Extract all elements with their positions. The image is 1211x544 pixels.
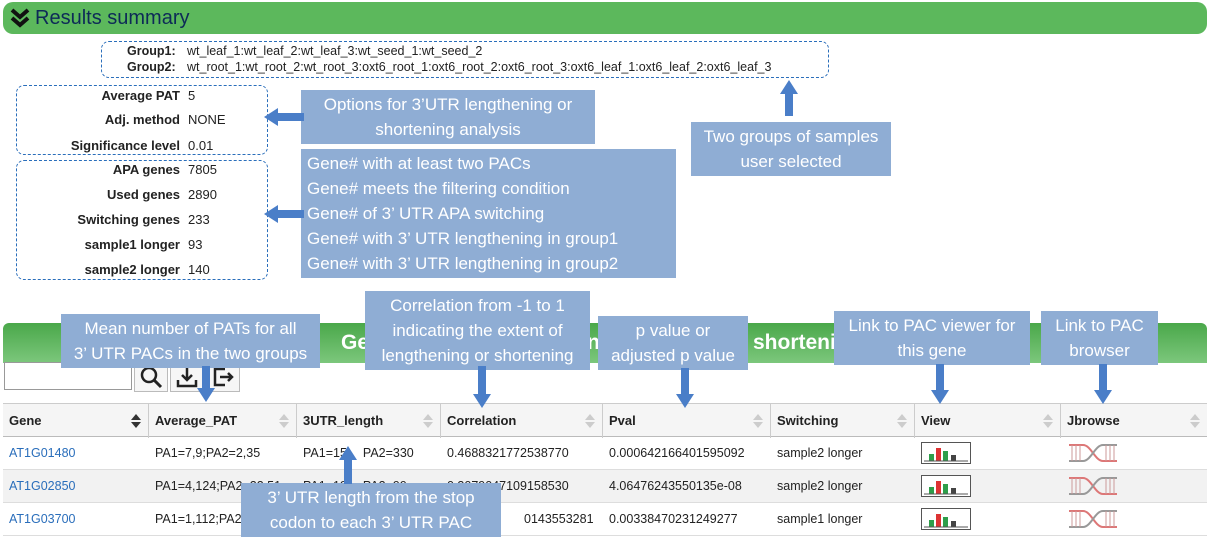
pac-viewer-icon[interactable] <box>921 508 971 530</box>
jbrowse-icon[interactable] <box>1067 474 1119 498</box>
group2-label: Group2: <box>127 60 176 74</box>
callout-average-pat: Mean number of PATs for all 3’ UTR PACs … <box>61 314 320 368</box>
column-header-3utr-length[interactable]: 3UTR_length <box>297 404 441 438</box>
table-header: Gene Average_PAT 3UTR_length Correlation… <box>3 403 1207 438</box>
results-title-right: shorteni <box>753 331 836 354</box>
results-title-left: Ge <box>341 331 370 354</box>
count-sample1-longer-value: 93 <box>188 237 203 252</box>
sort-icon <box>423 414 433 428</box>
sort-icon <box>1190 414 1200 428</box>
arrow-down-icon <box>473 366 491 408</box>
groups-panel <box>101 41 829 78</box>
column-header-gene[interactable]: Gene <box>3 404 149 438</box>
counts-panel <box>16 160 268 280</box>
sort-icon <box>585 414 595 428</box>
count-apa-genes-value: 7805 <box>188 162 217 177</box>
callout-groups: Two groups of samples user selected <box>691 122 891 176</box>
group2-value: wt_root_1:wt_root_2:wt_root_3:oxt6_root_… <box>187 60 772 74</box>
cell-pval: 4.06476243550135e-08 <box>609 479 742 493</box>
arrow-up-icon <box>780 80 798 116</box>
count-used-genes: Used genes <box>107 187 180 202</box>
sort-icon <box>131 414 141 428</box>
cell-switching: sample2 longer <box>777 479 863 493</box>
export-icon <box>213 367 234 387</box>
arrow-down-icon <box>931 364 949 404</box>
count-switching-genes-value: 233 <box>188 212 210 227</box>
gene-link[interactable]: AT1G02850 <box>9 479 76 493</box>
cell-pval: 0.000642166401595092 <box>609 446 745 460</box>
callout-correlation: Correlation from -1 to 1 indicating the … <box>365 291 590 370</box>
column-header-switching[interactable]: Switching <box>771 404 915 438</box>
option-adj-method-value: NONE <box>188 112 226 127</box>
column-header-view[interactable]: View <box>915 404 1061 438</box>
column-header-average-pat[interactable]: Average_PAT <box>149 404 297 438</box>
sort-icon <box>897 414 907 428</box>
option-adj-method: Adj. method <box>104 112 180 127</box>
cell-average-pat: PA1=7,9;PA2=2,35 <box>155 446 261 460</box>
download-icon <box>176 368 198 388</box>
sort-icon <box>753 414 763 428</box>
gene-link[interactable]: AT1G03700 <box>9 512 76 526</box>
arrow-down-icon <box>1094 364 1112 404</box>
results-summary-header[interactable]: Results summary <box>3 2 1207 34</box>
column-header-pval[interactable]: Pval <box>603 404 771 438</box>
option-average-pat-value: 5 <box>188 88 196 103</box>
callout-view: Link to PAC viewer for this gene <box>834 311 1030 365</box>
cell-correlation: 0.4688321772538770 <box>447 446 569 460</box>
gene-link[interactable]: AT1G01480 <box>9 446 76 460</box>
header-title: Results summary <box>35 6 190 29</box>
callout-utr-length: 3’ UTR length from the stop codon to eac… <box>241 483 501 537</box>
table-row: AT1G02850 PA1=4,124;PA2=22,51 PA1=19PA2=… <box>3 470 1207 503</box>
column-header-correlation[interactable]: Correlation <box>441 404 603 438</box>
option-significance: Significance level <box>70 138 180 153</box>
callout-counts: Gene# with at least two PACs Gene# meets… <box>301 149 676 278</box>
cell-average-pat: PA1=1,112;PA2 <box>155 512 242 526</box>
search-icon <box>140 366 163 389</box>
arrow-left-icon <box>264 205 304 223</box>
cell-switching: sample2 longer <box>777 446 863 460</box>
pac-viewer-icon[interactable] <box>921 442 971 464</box>
option-significance-value: 0.01 <box>188 138 214 153</box>
count-switching-genes: Switching genes <box>77 212 180 227</box>
jbrowse-icon[interactable] <box>1067 441 1119 465</box>
count-sample2-longer: sample2 longer <box>84 262 180 277</box>
count-sample2-longer-value: 140 <box>188 262 210 277</box>
count-sample1-longer: sample1 longer <box>84 237 180 252</box>
group1-label: Group1: <box>127 44 176 58</box>
sort-icon <box>279 414 289 428</box>
pac-viewer-icon[interactable] <box>921 475 971 497</box>
double-chevron-down-icon <box>10 8 30 28</box>
callout-pval: p value or adjusted p value <box>598 316 748 370</box>
group1-value: wt_leaf_1:wt_leaf_2:wt_leaf_3:wt_seed_1:… <box>187 44 483 58</box>
cell-correlation: 0143553281 <box>524 512 594 526</box>
count-used-genes-value: 2890 <box>188 187 217 202</box>
cell-pval: 0.00338470231249277 <box>609 512 738 526</box>
arrow-up-icon <box>339 446 357 484</box>
callout-jbrowse: Link to PAC browser <box>1041 311 1158 365</box>
column-header-jbrowse[interactable]: Jbrowse <box>1061 404 1207 438</box>
arrow-down-icon <box>676 368 694 408</box>
count-apa-genes: APA genes <box>112 162 180 177</box>
table-row: AT1G03700 PA1=1,112;PA2 0143553281 0.003… <box>3 503 1207 536</box>
option-average-pat: Average PAT <box>101 88 180 103</box>
jbrowse-icon[interactable] <box>1067 507 1119 531</box>
results-title-mid: n <box>587 331 600 354</box>
cell-switching: sample1 longer <box>777 512 863 526</box>
sort-icon <box>1043 414 1053 428</box>
arrow-down-icon <box>197 366 215 402</box>
arrow-left-icon <box>264 108 304 126</box>
callout-options: Options for 3’UTR lengthening or shorten… <box>301 90 595 144</box>
options-panel <box>16 85 268 155</box>
